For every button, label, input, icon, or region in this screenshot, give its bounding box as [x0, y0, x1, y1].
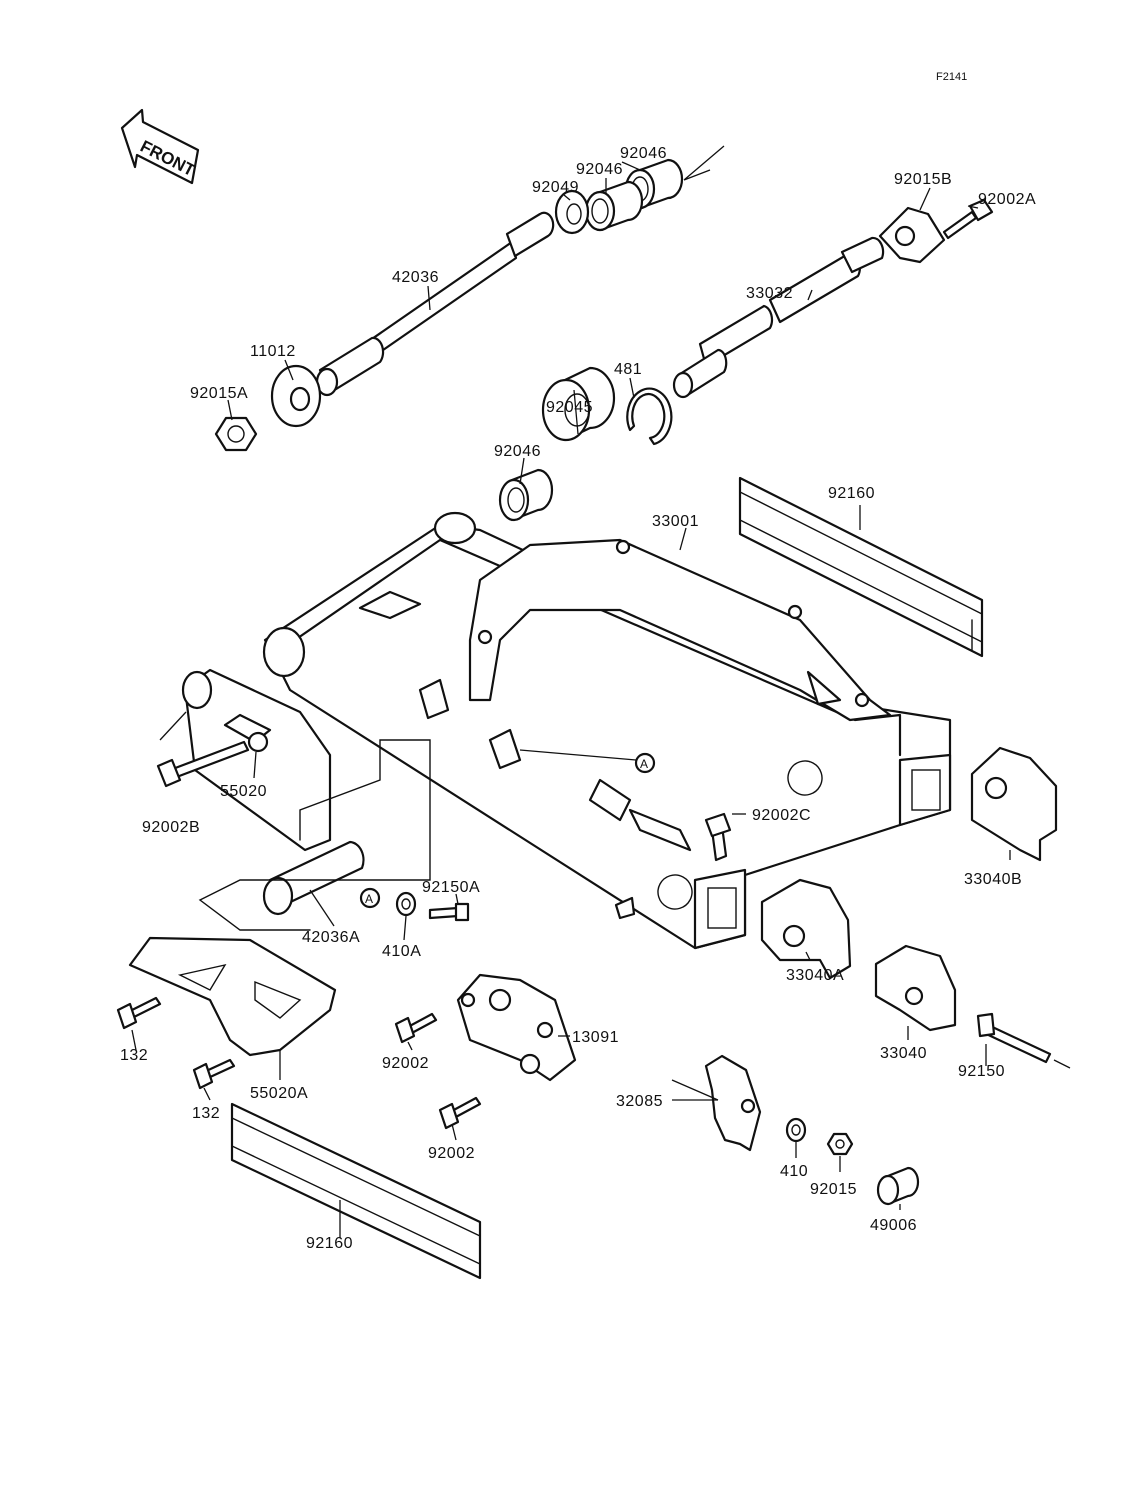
chain-guide-lead	[159, 711, 187, 741]
label-410: 410	[780, 1163, 808, 1180]
bolt-132-upper	[116, 996, 162, 1030]
label-92002c: 92002C	[752, 807, 811, 824]
bearing-92046-lower	[498, 468, 554, 522]
callout-a-lead	[519, 749, 637, 761]
label-132-upper: 132	[120, 1047, 148, 1064]
bolt-132-lower	[192, 1058, 236, 1090]
cap-49006	[876, 1166, 920, 1206]
caliper-bracket-13091	[456, 973, 577, 1082]
callout-a-collar: A	[359, 887, 381, 909]
chain-outline	[198, 739, 431, 931]
bracket-32085	[704, 1054, 762, 1152]
bolt-92002-lower	[438, 1096, 482, 1130]
label-92049: 92049	[532, 179, 579, 196]
label-32085: 32085	[616, 1093, 663, 1110]
bolt-92002-upper	[394, 1012, 438, 1044]
bolt-92150a	[428, 902, 470, 922]
label-55020: 55020	[220, 783, 267, 800]
chain-guard-55020a	[128, 936, 337, 1057]
label-92015a: 92015A	[190, 385, 248, 402]
label-33040b: 33040B	[964, 871, 1022, 888]
label-33040a: 33040A	[786, 967, 844, 984]
bolt-92002c	[704, 812, 732, 862]
adjuster-33040a	[760, 878, 852, 980]
label-92160-top: 92160	[828, 485, 875, 502]
direction-lead	[683, 145, 725, 181]
collar-42036a	[262, 840, 365, 916]
label-92015b: 92015B	[894, 171, 952, 188]
bracket-lead	[671, 1079, 719, 1101]
label-55020a: 55020A	[250, 1085, 308, 1102]
label-92046-lower: 92046	[494, 443, 541, 460]
label-92002-upper: 92002	[382, 1055, 429, 1072]
label-42036a: 42036A	[302, 929, 360, 946]
bolt-92150	[976, 1012, 1052, 1064]
label-11012: 11012	[250, 343, 296, 360]
label-92160-bottom: 92160	[306, 1235, 353, 1252]
collar-92049	[554, 189, 590, 235]
label-92002b: 92002B	[142, 819, 200, 836]
swingarm-33001	[262, 511, 952, 950]
chain-slider-92160-top	[738, 476, 984, 658]
label-410a: 410A	[382, 943, 421, 960]
chain-slider-92160-bottom	[230, 1102, 482, 1280]
label-481: 481	[614, 361, 642, 378]
nut-92015	[826, 1132, 854, 1156]
label-92015: 92015	[810, 1181, 857, 1198]
front-arrow-icon: FRONT	[120, 108, 200, 185]
label-92046-second: 92046	[576, 161, 623, 178]
label-leaders	[131, 161, 1011, 1238]
label-33040: 33040	[880, 1045, 927, 1062]
nut-92015a	[214, 416, 258, 452]
svg-text:A: A	[365, 892, 373, 906]
label-92002-lower: 92002	[428, 1145, 475, 1162]
label-132-lower: 132	[192, 1105, 220, 1122]
label-92150: 92150	[958, 1063, 1005, 1080]
label-13091: 13091	[572, 1029, 619, 1046]
bolt-92002b	[156, 740, 250, 788]
bolt-92150-lead	[1053, 1059, 1071, 1069]
plate-92015b	[878, 206, 946, 264]
label-92046-top: 92046	[620, 145, 667, 162]
label-49006: 49006	[870, 1217, 917, 1234]
label-92150a: 92150A	[422, 879, 480, 896]
bolt-92002a	[942, 198, 994, 240]
label-92045: 92045	[546, 399, 593, 416]
label-33032: 33032	[746, 285, 793, 302]
label-92002a: 92002A	[978, 191, 1036, 208]
chain-guide-55020	[181, 668, 332, 852]
washer-410	[785, 1117, 807, 1143]
adjuster-33040b	[970, 746, 1058, 862]
label-42036: 42036	[392, 269, 439, 286]
figure-ref: F2141	[936, 71, 967, 83]
circlip-481	[626, 387, 673, 446]
washer-11012	[270, 364, 322, 428]
label-33001: 33001	[652, 513, 699, 530]
callout-a-swingarm: A	[634, 752, 656, 774]
washer-410a	[395, 891, 417, 917]
bearing-92046-top	[624, 158, 684, 210]
svg-text:A: A	[640, 757, 648, 771]
adjuster-block-33040	[874, 944, 957, 1032]
bearing-92046-second	[584, 180, 644, 232]
shaft-33032	[672, 236, 885, 399]
pivot-shaft-42036	[315, 211, 555, 397]
